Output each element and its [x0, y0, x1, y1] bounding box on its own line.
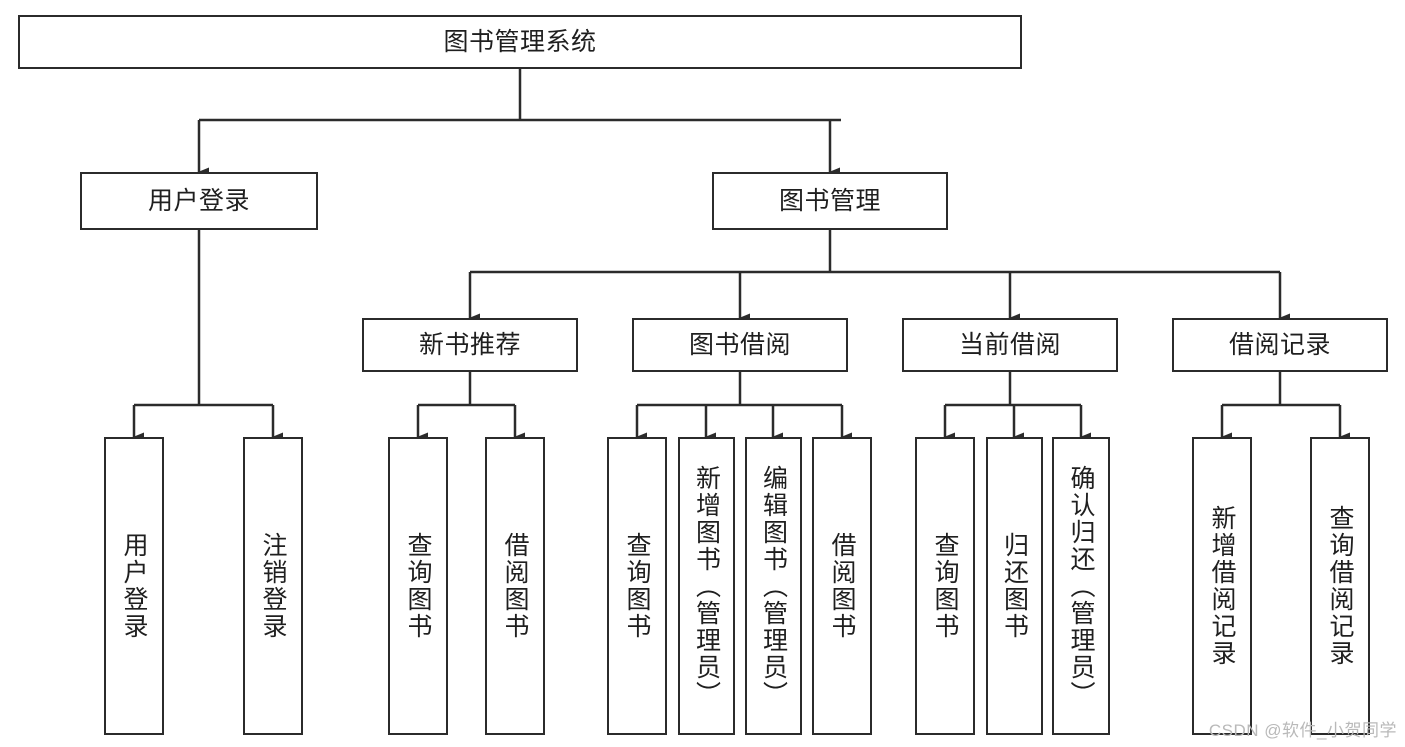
node-label: 查询图书: [931, 532, 959, 640]
node-label: 归还图书: [1000, 532, 1029, 640]
node-label: 查询借阅记录: [1326, 505, 1354, 667]
node-label: 图书管理: [778, 186, 881, 215]
node-label: 新书推荐: [418, 330, 521, 359]
node-leaf-confirm-return-admin[interactable]: 确认归还（管理员）: [1052, 437, 1110, 735]
node-current-borrow[interactable]: 当前借阅: [902, 318, 1118, 372]
node-label: 借阅记录: [1228, 330, 1331, 359]
node-leaf-logout[interactable]: 注销登录: [243, 437, 303, 735]
node-leaf-return-book[interactable]: 归还图书: [986, 437, 1043, 735]
node-label: 借阅图书: [501, 532, 529, 640]
node-label: 图书管理系统: [443, 27, 597, 56]
node-user-login[interactable]: 用户登录: [80, 172, 318, 230]
node-leaf-user-login[interactable]: 用户登录: [104, 437, 164, 735]
node-leaf-borrow-book-rec[interactable]: 借阅图书: [485, 437, 545, 735]
node-leaf-query-book-current[interactable]: 查询图书: [915, 437, 975, 735]
node-leaf-query-borrow-record[interactable]: 查询借阅记录: [1310, 437, 1370, 735]
node-label: 新增图书（管理员）: [692, 464, 721, 708]
node-leaf-borrow-book[interactable]: 借阅图书: [812, 437, 872, 735]
node-label: 查询图书: [404, 532, 432, 640]
node-leaf-add-book-admin[interactable]: 新增图书（管理员）: [678, 437, 735, 735]
node-new-book-recommend[interactable]: 新书推荐: [362, 318, 578, 372]
node-label: 借阅图书: [828, 532, 856, 640]
node-leaf-add-borrow-record[interactable]: 新增借阅记录: [1192, 437, 1252, 735]
node-book-borrow[interactable]: 图书借阅: [632, 318, 848, 372]
node-label: 查询图书: [623, 532, 651, 640]
node-label: 用户登录: [120, 532, 148, 640]
node-label: 图书借阅: [688, 330, 791, 359]
node-root-system[interactable]: 图书管理系统: [18, 15, 1022, 69]
node-leaf-query-book-rec[interactable]: 查询图书: [388, 437, 448, 735]
node-label: 新增借阅记录: [1208, 505, 1236, 667]
node-label: 注销登录: [259, 532, 287, 640]
node-label: 当前借阅: [958, 330, 1061, 359]
node-label: 编辑图书（管理员）: [759, 464, 788, 708]
node-label: 用户登录: [147, 186, 250, 215]
watermark-text: CSDN @软件_小贺同学: [1208, 721, 1397, 740]
node-leaf-query-book-borrow[interactable]: 查询图书: [607, 437, 667, 735]
node-borrow-record[interactable]: 借阅记录: [1172, 318, 1388, 372]
node-label: 确认归还（管理员）: [1067, 464, 1095, 708]
node-leaf-edit-book-admin[interactable]: 编辑图书（管理员）: [745, 437, 802, 735]
node-book-manage[interactable]: 图书管理: [712, 172, 948, 230]
